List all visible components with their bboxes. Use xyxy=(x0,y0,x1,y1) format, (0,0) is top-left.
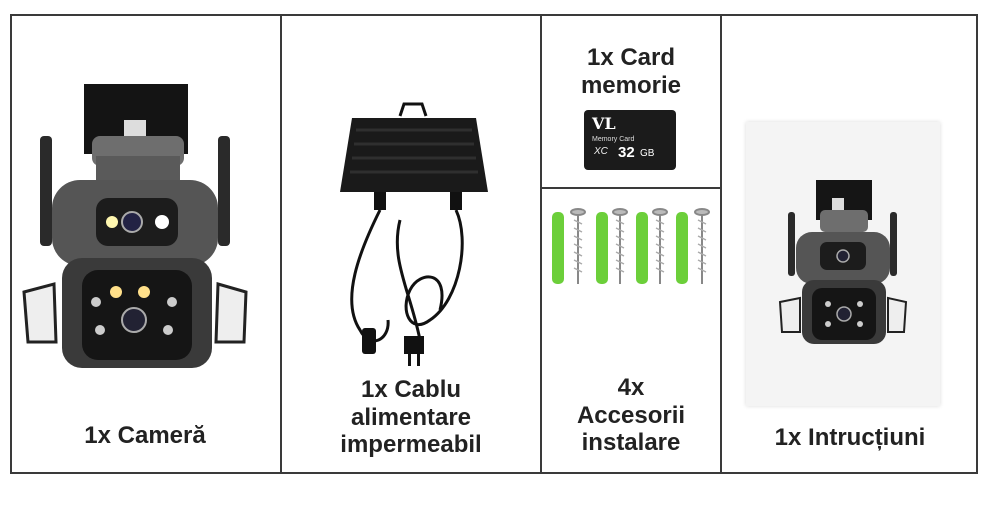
card-brand: VL xyxy=(592,114,616,133)
divider xyxy=(540,14,542,474)
accessories-label-line2: Accesorii xyxy=(576,401,686,429)
screw xyxy=(570,208,710,284)
manual-illustration xyxy=(746,122,940,406)
cable-label-line3: impermeabil xyxy=(340,431,482,459)
card-label-line2: memorie xyxy=(580,71,682,99)
divider xyxy=(541,187,721,189)
camera-illustration xyxy=(22,84,248,368)
manual-label: 1x Intrucțiuni xyxy=(774,424,926,451)
cable-label: 1x Cablu alimentare impermeabil xyxy=(284,376,538,459)
camera-label: 1x Cameră xyxy=(84,422,206,449)
card-text: Memory Card xyxy=(592,136,635,143)
card-unit: GB xyxy=(640,148,655,159)
card-class: XC xyxy=(594,146,608,157)
divider xyxy=(280,14,282,474)
power-adapter-illustration xyxy=(340,102,488,366)
card-label: 1x Card memorie xyxy=(542,44,720,99)
card-capacity: 32 xyxy=(618,144,635,161)
cable-label-line2: alimentare xyxy=(350,403,472,431)
divider xyxy=(720,14,722,474)
package-contents-frame xyxy=(10,14,978,474)
manual-camera-illustration xyxy=(778,180,908,344)
memory-card-illustration: VL Memory Card XC 32 GB xyxy=(584,110,676,170)
accessories-label: 4x Accesorii instalare xyxy=(542,374,720,457)
card-label-line1: 1x Card xyxy=(586,44,676,71)
accessories-label-line3: instalare xyxy=(581,429,681,457)
accessories-label-line1: 4x xyxy=(617,374,645,401)
cable-label-line1: 1x Cablu xyxy=(360,376,462,403)
accessories-illustration xyxy=(552,208,710,284)
wall-anchor xyxy=(552,212,688,284)
